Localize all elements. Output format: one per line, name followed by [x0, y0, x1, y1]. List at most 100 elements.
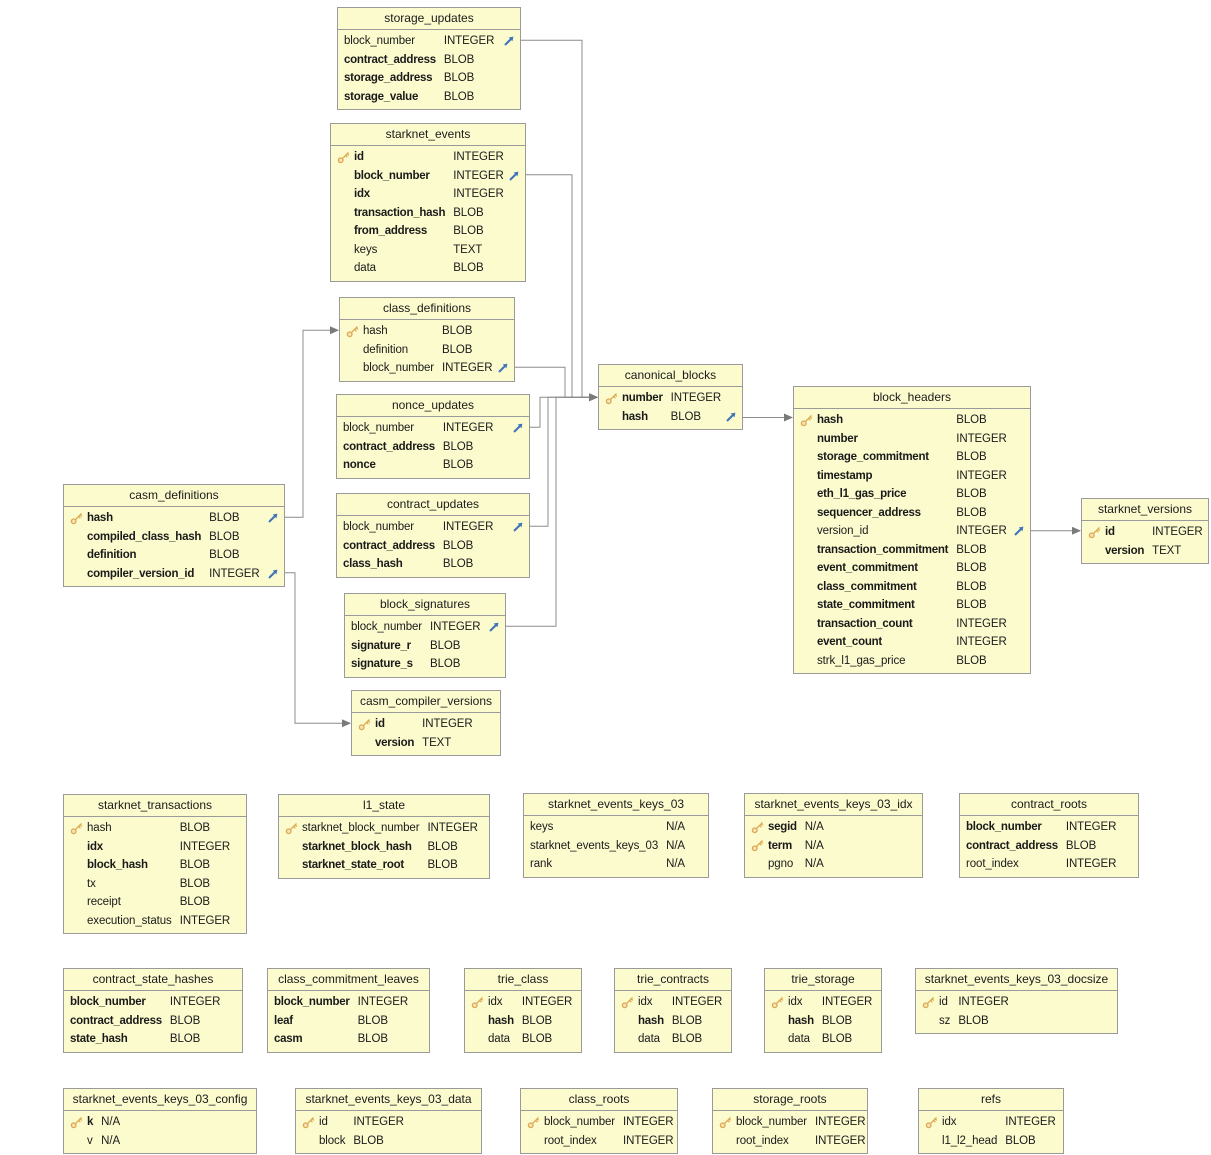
primary-key-icon: [471, 993, 488, 1012]
column-name: block_hash: [87, 859, 148, 872]
column-type: BLOB: [821, 1033, 853, 1046]
column-type: BLOB: [956, 506, 987, 519]
column-name: idx: [638, 996, 653, 1009]
table-title[interactable]: refs: [919, 1089, 1063, 1111]
column-name: data: [488, 1033, 510, 1046]
table-title[interactable]: block_headers: [794, 387, 1030, 409]
table-title[interactable]: trie_contracts: [615, 969, 731, 991]
table-title[interactable]: trie_class: [465, 969, 581, 991]
table-title[interactable]: starknet_events: [331, 124, 525, 146]
table-title[interactable]: starknet_events_keys_03_data: [296, 1089, 481, 1111]
key-gutter: [800, 615, 817, 634]
key-gutter: [800, 559, 817, 578]
column-type: BLOB: [521, 1014, 553, 1027]
table-title[interactable]: canonical_blocks: [599, 365, 742, 387]
column-type: INTEGER: [956, 617, 1007, 630]
primary-key-icon: [751, 837, 768, 856]
table-title[interactable]: starknet_transactions: [64, 795, 246, 817]
table-title[interactable]: casm_definitions: [64, 485, 284, 507]
column-type: BLOB: [1065, 839, 1097, 852]
key-gutter: [302, 1132, 319, 1151]
table-title[interactable]: block_signatures: [345, 594, 505, 616]
column-name: id: [1105, 526, 1115, 539]
table-title[interactable]: contract_state_hashes: [64, 969, 242, 991]
table-title[interactable]: storage_updates: [338, 8, 520, 30]
key-gutter: [800, 578, 817, 597]
table-title[interactable]: nonce_updates: [337, 395, 529, 417]
table-title[interactable]: class_roots: [521, 1089, 677, 1111]
column-name: event_count: [817, 636, 882, 649]
column-name: hash: [488, 1014, 514, 1027]
column-name: keys: [530, 821, 554, 834]
table-title[interactable]: l1_state: [279, 795, 489, 817]
table-title[interactable]: starknet_events_keys_03_idx: [745, 794, 922, 816]
foreign-key-icon: [1013, 525, 1025, 537]
key-gutter: [800, 633, 817, 652]
column-name: id: [319, 1116, 328, 1129]
table-title[interactable]: contract_roots: [960, 794, 1138, 816]
table-title[interactable]: class_definitions: [340, 298, 514, 320]
table-title[interactable]: starknet_events_keys_03_config: [64, 1089, 256, 1111]
table-title[interactable]: trie_storage: [765, 969, 881, 991]
column-name: execution_status: [87, 914, 172, 927]
key-gutter: [337, 259, 354, 278]
column-type: BLOB: [443, 72, 475, 85]
column-type: BLOB: [209, 512, 240, 525]
table-title[interactable]: class_commitment_leaves: [268, 969, 429, 991]
column-name: hash: [817, 414, 843, 427]
table-title[interactable]: starknet_versions: [1082, 499, 1208, 521]
table-title[interactable]: contract_updates: [337, 494, 529, 516]
table-title[interactable]: starknet_events_keys_03: [524, 794, 708, 816]
column-name: storage_value: [344, 90, 419, 103]
relationship-casm_definitions-casm_compiler_versions: [285, 572, 351, 728]
relationship-storage_updates-canonical_blocks: [521, 39, 598, 402]
column-type: INTEGER: [1152, 526, 1203, 539]
column-type: BLOB: [209, 549, 240, 562]
column-name: storage_commitment: [817, 451, 929, 464]
column-name: rank: [530, 858, 552, 871]
column-name: block_number: [736, 1116, 808, 1129]
column-type: BLOB: [430, 658, 461, 671]
table-title[interactable]: starknet_events_keys_03_docsize: [916, 969, 1117, 991]
column-type: INTEGER: [956, 469, 1007, 482]
column-name: signature_s: [351, 658, 413, 671]
column-type: INTEGER: [1065, 858, 1117, 871]
column-name: block_number: [343, 521, 415, 534]
key-gutter: [922, 1012, 939, 1031]
column-type: BLOB: [442, 539, 474, 552]
key-gutter: [1088, 542, 1105, 561]
column-name: timestamp: [817, 469, 873, 482]
key-gutter: [621, 1030, 638, 1049]
table-title[interactable]: casm_compiler_versions: [352, 691, 500, 713]
table-title[interactable]: storage_roots: [713, 1089, 867, 1111]
foreign-key-icon: [725, 411, 737, 423]
